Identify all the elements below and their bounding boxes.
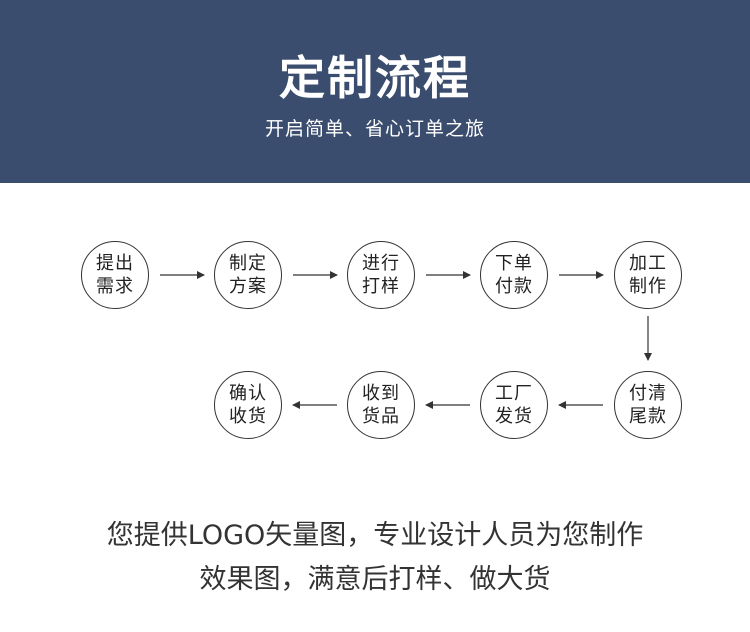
step-label: 工厂: [495, 383, 533, 404]
step-label: 方案: [229, 276, 267, 297]
step-label: 收到: [362, 383, 400, 404]
step-order-payment: 下单 付款: [480, 241, 548, 309]
page-subtitle: 开启简单、省心订单之旅: [264, 118, 485, 140]
step-make-plan: 制定 方案: [214, 241, 282, 309]
step-confirm-receipt: 确认 收货: [214, 371, 282, 439]
step-label: 制作: [629, 276, 667, 297]
step-factory-shipping: 工厂 发货: [480, 371, 548, 439]
step-label: 下单: [495, 253, 533, 274]
step-label: 进行: [362, 253, 400, 274]
header-banner: 定制流程 开启简单、省心订单之旅: [0, 0, 750, 183]
step-label: 加工: [629, 253, 667, 274]
step-label: 付款: [495, 276, 533, 297]
step-label: 付清: [629, 383, 667, 404]
step-label: 收货: [229, 406, 267, 427]
step-label: 提出: [96, 253, 134, 274]
step-sampling: 进行 打样: [347, 241, 415, 309]
page-title: 定制流程: [279, 51, 471, 105]
step-final-payment: 付清 尾款: [614, 371, 682, 439]
step-submit-request: 提出 需求: [81, 241, 149, 309]
step-label: 制定: [229, 253, 267, 274]
step-label: 需求: [96, 276, 134, 297]
step-label: 尾款: [629, 406, 667, 427]
step-label: 打样: [362, 276, 400, 297]
step-production: 加工 制作: [614, 241, 682, 309]
step-label: 确认: [229, 383, 267, 404]
step-label: 货品: [362, 406, 400, 427]
description-text: 您提供LOGO矢量图，专业设计人员为您制作 效果图，满意后打样、做大货: [0, 514, 750, 602]
description-line: 效果图，满意后打样、做大货: [199, 564, 551, 595]
description-line: 您提供LOGO矢量图，专业设计人员为您制作: [106, 520, 644, 551]
step-goods-received: 收到 货品: [347, 371, 415, 439]
step-label: 发货: [495, 406, 533, 427]
